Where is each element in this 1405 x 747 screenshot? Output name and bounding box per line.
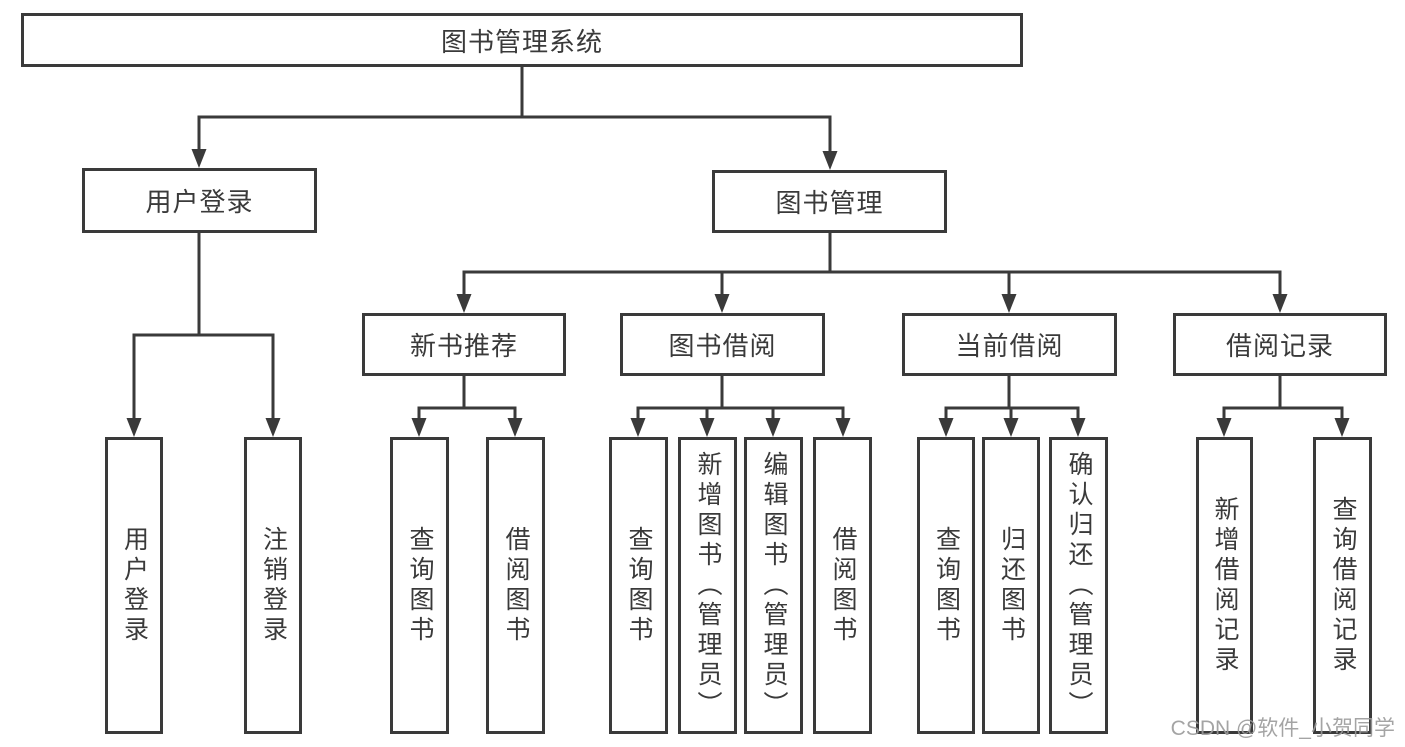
connector-current-borrowing-to-leaves	[938, 374, 1086, 437]
leaf-borrowing-borrow-books-label: 借阅图书	[829, 525, 857, 646]
connector-new-book-recommend-to-leaves	[411, 374, 523, 437]
node-root-label: 图书管理系统	[440, 26, 603, 57]
leaf-current-confirm-return-admin: 确认归还（管理员）	[1049, 437, 1108, 734]
arrowhead-icon	[835, 418, 851, 437]
arrowhead-icon	[1001, 294, 1017, 313]
arrowhead-icon	[699, 418, 715, 437]
arrowhead-icon	[265, 418, 281, 437]
connector-borrowing-records-to-leaves	[1216, 374, 1350, 437]
leaf-records-add-record-label: 新增借阅记录	[1211, 495, 1239, 676]
arrowhead-icon	[765, 418, 781, 437]
leaf-current-query-books: 查询图书	[917, 437, 975, 734]
node-current-borrowing: 当前借阅	[902, 313, 1117, 376]
leaf-borrowing-edit-books-admin: 编辑图书（管理员）	[744, 437, 803, 734]
leaf-user-login: 用户登录	[105, 437, 163, 734]
connector-user-login-to-leaves	[126, 231, 281, 437]
arrowhead-icon	[411, 418, 427, 437]
arrowhead-icon	[456, 294, 472, 313]
leaf-current-confirm-return-admin-label: 确认归还（管理员）	[1065, 450, 1093, 721]
leaf-borrowing-borrow-books: 借阅图书	[813, 437, 872, 734]
leaf-logout-label: 注销登录	[259, 525, 288, 646]
arrowhead-icon	[507, 418, 523, 437]
arrowhead-icon	[1216, 418, 1232, 437]
node-book-borrowing-label: 图书借阅	[668, 331, 777, 361]
node-root: 图书管理系统	[21, 13, 1023, 67]
node-borrowing-records: 借阅记录	[1173, 313, 1387, 376]
leaf-newbook-borrow-books: 借阅图书	[486, 437, 545, 734]
leaf-current-return-books-label: 归还图书	[997, 525, 1026, 646]
arrowhead-icon	[822, 151, 838, 170]
leaf-borrowing-add-books-admin-label: 新增图书（管理员）	[694, 450, 722, 721]
leaf-current-query-books-label: 查询图书	[932, 525, 961, 646]
leaf-borrowing-query-books-label: 查询图书	[625, 525, 653, 646]
node-current-borrowing-label: 当前借阅	[955, 331, 1064, 361]
node-book-management-label: 图书管理	[775, 188, 884, 218]
node-book-management: 图书管理	[712, 170, 947, 233]
arrowhead-icon	[126, 418, 142, 437]
node-borrowing-records-label: 借阅记录	[1225, 331, 1334, 361]
connector-book-management-to-level3	[456, 231, 1288, 313]
arrowhead-icon	[191, 149, 207, 168]
arrowhead-icon	[1334, 418, 1350, 437]
arrowhead-icon	[1003, 418, 1019, 437]
connector-book-borrowing-to-leaves	[630, 374, 851, 437]
node-new-book-recommend-label: 新书推荐	[409, 331, 518, 361]
leaf-current-return-books: 归还图书	[982, 437, 1040, 734]
leaf-records-add-record: 新增借阅记录	[1196, 437, 1253, 734]
arrowhead-icon	[938, 418, 954, 437]
node-user-login: 用户登录	[82, 168, 317, 233]
arrowhead-icon	[714, 294, 730, 313]
csdn-watermark: CSDN @软件_小贺同学	[1170, 717, 1395, 740]
arrowhead-icon	[630, 418, 646, 437]
leaf-borrowing-add-books-admin: 新增图书（管理员）	[678, 437, 737, 734]
node-new-book-recommend: 新书推荐	[362, 313, 566, 376]
leaf-logout: 注销登录	[244, 437, 302, 734]
node-user-login-label: 用户登录	[145, 187, 254, 217]
leaf-user-login-label: 用户登录	[120, 525, 149, 646]
leaf-records-query-record-label: 查询借阅记录	[1329, 495, 1357, 676]
leaf-newbook-borrow-books-label: 借阅图书	[502, 525, 530, 646]
node-book-borrowing: 图书借阅	[620, 313, 825, 376]
leaf-newbook-query-books: 查询图书	[390, 437, 449, 734]
connector-root-to-level2	[191, 65, 838, 170]
leaf-records-query-record: 查询借阅记录	[1313, 437, 1372, 734]
leaf-newbook-query-books-label: 查询图书	[406, 525, 434, 646]
leaf-borrowing-query-books: 查询图书	[609, 437, 668, 734]
arrowhead-icon	[1272, 294, 1288, 313]
arrowhead-icon	[1070, 418, 1086, 437]
leaf-borrowing-edit-books-admin-label: 编辑图书（管理员）	[760, 450, 788, 721]
